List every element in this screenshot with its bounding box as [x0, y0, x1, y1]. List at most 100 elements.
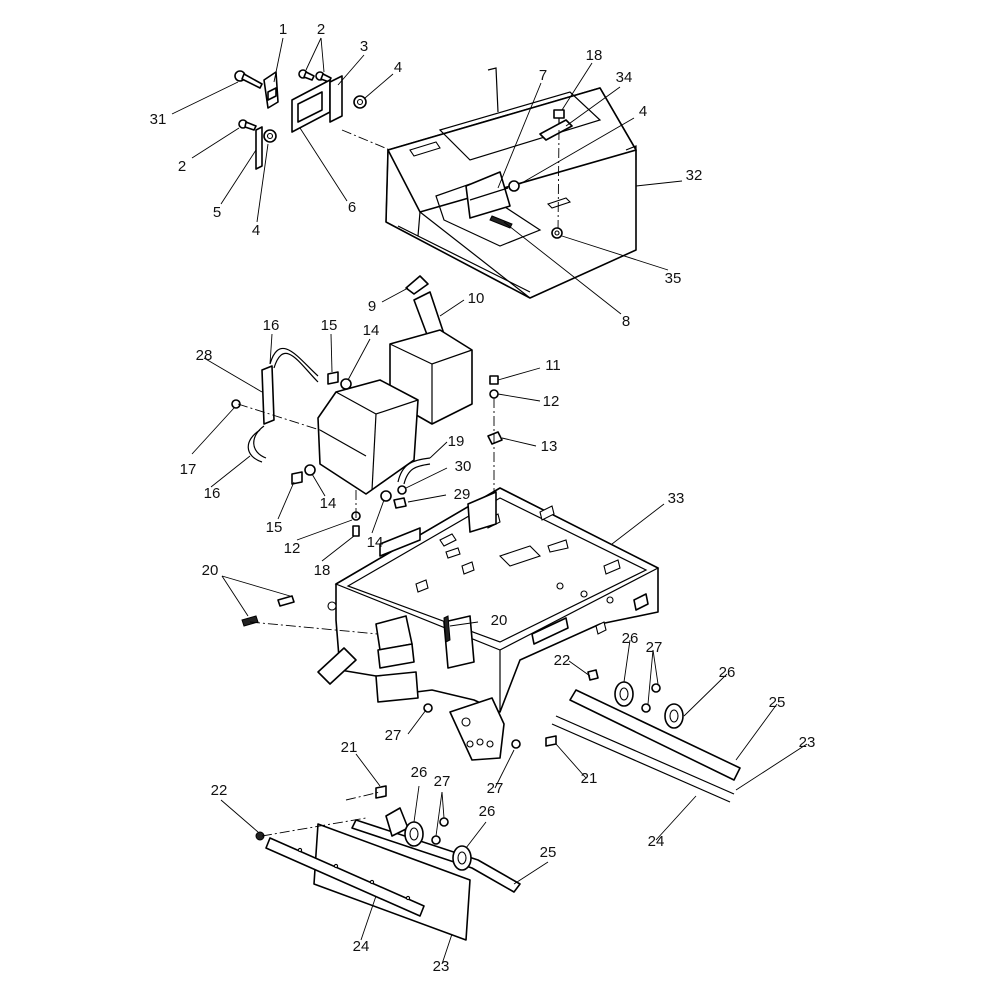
callout-10: 10	[468, 290, 485, 307]
callout-28: 28	[196, 347, 213, 364]
callout-24: 24	[353, 938, 370, 955]
latch-plate-34	[539, 119, 573, 141]
callout-35: 35	[665, 270, 682, 287]
callout-34: 34	[616, 69, 633, 86]
grommet-14-bottom	[380, 490, 392, 502]
callout-20: 20	[491, 612, 508, 629]
bolt-27-right-a	[641, 683, 661, 713]
screws-2-top	[298, 69, 332, 83]
callout-13: 13	[541, 438, 558, 455]
isolator-26-bottom-a	[404, 821, 424, 847]
callout-4: 4	[394, 59, 402, 76]
isolator-26-right-a	[614, 681, 634, 707]
bolt-27-bottom	[431, 817, 449, 845]
callout-27: 27	[487, 780, 504, 797]
valve-29	[393, 497, 407, 509]
callout-24: 24	[648, 833, 665, 850]
frame-33	[317, 487, 660, 761]
callout-3: 3	[360, 38, 368, 55]
callout-32: 32	[686, 167, 703, 184]
screw-21-right	[545, 735, 557, 747]
callout-26: 26	[719, 664, 736, 681]
callout-14: 14	[367, 534, 384, 551]
callout-14: 14	[320, 495, 337, 512]
callout-2: 2	[178, 158, 186, 175]
angle-24-bottom	[265, 837, 425, 917]
callout-15: 15	[321, 317, 338, 334]
pins-20	[241, 595, 295, 627]
callout-29: 29	[454, 486, 471, 503]
nut-35	[551, 227, 563, 239]
callout-6: 6	[348, 199, 356, 216]
callout-18: 18	[586, 47, 603, 64]
cover-32	[385, 67, 637, 299]
callout-25: 25	[540, 844, 557, 861]
hose-16-lower	[247, 425, 267, 463]
grommet-14-upper	[340, 378, 352, 390]
callout-12: 12	[284, 540, 301, 557]
latch-bracket-1	[263, 71, 279, 109]
strike-5	[255, 126, 263, 170]
callout-21: 21	[341, 739, 358, 756]
callout-2: 2	[317, 21, 325, 38]
isolator-strip-25-bottom	[351, 819, 521, 893]
latch-bracket-3	[329, 75, 343, 123]
callout-26: 26	[479, 803, 496, 820]
callout-27: 27	[646, 639, 663, 656]
callout-20: 20	[202, 562, 219, 579]
clamp-15-lower	[291, 471, 303, 485]
nut-13	[487, 431, 503, 445]
callout-16: 16	[263, 317, 280, 334]
callout-labels: 1 2 3 4 31 2 5 4 6 7 18 34 4 32 35 8 9 1…	[150, 21, 816, 975]
callout-27: 27	[434, 773, 451, 790]
callout-19: 19	[448, 433, 465, 450]
bolt-18-mid	[352, 525, 360, 537]
nut-4-top	[353, 95, 367, 109]
callout-31: 31	[150, 111, 167, 128]
nut-4-left	[263, 129, 277, 143]
isolator-26-right-b	[664, 703, 684, 729]
callout-23: 23	[799, 734, 816, 751]
mount-strip-right	[551, 689, 741, 803]
callout-4: 4	[639, 103, 647, 120]
callout-27: 27	[385, 727, 402, 744]
screw-2-left	[238, 119, 257, 131]
callout-9: 9	[368, 298, 376, 315]
callout-1: 1	[279, 21, 287, 38]
callout-25: 25	[769, 694, 786, 711]
callout-7: 7	[539, 67, 547, 84]
callout-21: 21	[581, 770, 598, 787]
tank-front	[317, 379, 419, 495]
callout-14: 14	[363, 322, 380, 339]
screw-17	[231, 399, 241, 409]
callout-23: 23	[433, 958, 450, 975]
isolator-26-bottom-b	[452, 845, 472, 871]
callout-22: 22	[211, 782, 228, 799]
callout-5: 5	[213, 204, 221, 221]
callout-33: 33	[668, 490, 685, 507]
callout-22: 22	[554, 652, 571, 669]
bolt-11	[489, 375, 499, 385]
callout-4: 4	[252, 222, 260, 239]
grommet-14-lower	[304, 464, 316, 476]
clamp-15-upper	[327, 371, 339, 385]
fitting-9	[405, 275, 429, 295]
screw-21-bottom	[375, 785, 387, 799]
callout-11: 11	[545, 357, 561, 374]
callout-17: 17	[180, 461, 197, 478]
key-31	[234, 70, 263, 89]
bracket-28	[261, 365, 275, 425]
callout-18: 18	[314, 562, 331, 579]
callout-12: 12	[543, 393, 560, 410]
callout-30: 30	[455, 458, 472, 475]
callout-8: 8	[622, 313, 630, 330]
callout-16: 16	[204, 485, 221, 502]
hose-19	[397, 457, 431, 485]
bolt-22-right	[587, 669, 599, 681]
callout-26: 26	[411, 764, 428, 781]
latch-plate-6	[291, 79, 331, 133]
hose-16-upper	[269, 347, 319, 383]
bolt-27-frame-b	[511, 739, 521, 749]
